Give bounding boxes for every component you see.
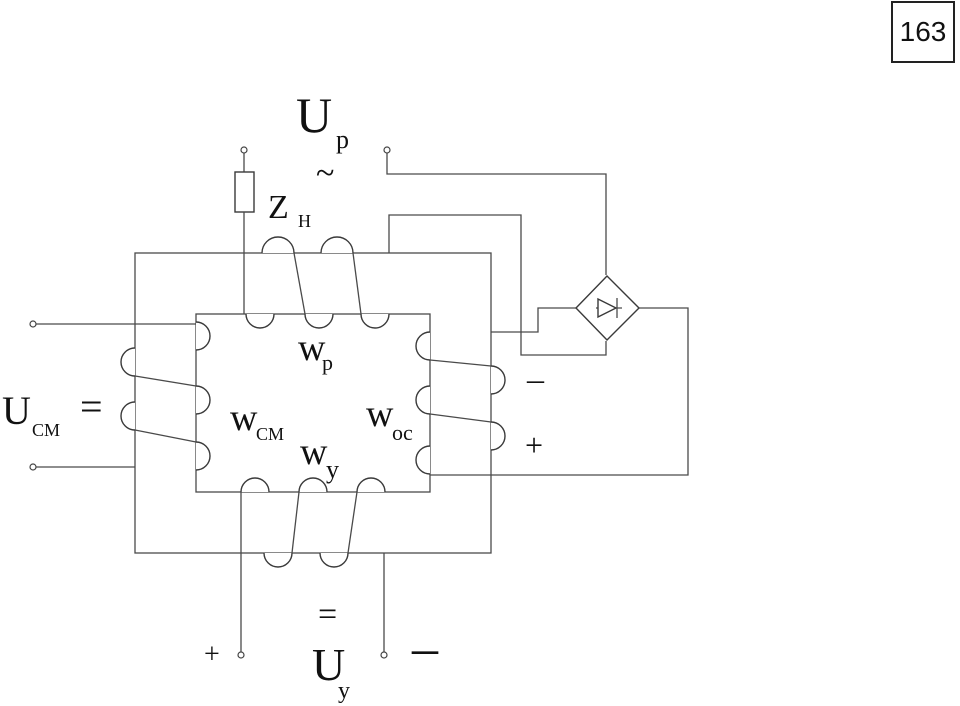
wire-winding-to-rectifier [388,214,607,356]
terminal-uy-minus [380,651,388,659]
label-minus-bottom: – [411,620,439,677]
wire-supply-to-rectifier [386,152,607,275]
label-up: U [296,87,332,143]
label-uy-sub: y [338,678,350,704]
label-up-sub: p [336,125,349,154]
label-wcm-sub: CM [256,424,284,444]
label-wy: w [300,431,328,473]
terminal-uy-plus [237,651,245,659]
wire-rectifier-left [491,307,576,333]
rectifier-bridge [575,275,640,341]
label-uy: U [312,639,345,690]
wire-rectifier-right [430,307,689,476]
label-wcm: w [230,397,258,439]
label-plus-bottom: + [204,639,220,670]
label-ucm-sub: CM [32,420,60,440]
label-woc: w [366,393,394,435]
label-ac-symbol: ~ [316,155,334,192]
page-number: 163 [891,1,955,63]
label-ucm: U [2,388,31,433]
label-woc-sub: oc [392,420,413,445]
winding-wcm [120,321,211,471]
label-uy-dc: = [318,596,337,633]
winding-woc [415,331,506,475]
label-plus-right: + [525,427,543,463]
load-impedance-zh [234,171,255,213]
label-wy-sub: y [326,455,339,484]
winding-wp [245,236,390,329]
terminal-up-right [383,146,391,154]
terminal-ucm-bottom [29,463,37,471]
label-wp-sub: p [322,350,333,375]
label-zh: Z [268,189,289,226]
label-ucm-dc: = [80,384,103,429]
label-minus-right: – [526,361,545,398]
terminal-ucm-top [29,320,37,328]
terminal-up-left [240,146,248,154]
winding-wy [240,477,386,568]
label-zh-sub: H [298,211,311,231]
label-wp: w [298,327,326,369]
core-outer-outline [134,252,492,554]
